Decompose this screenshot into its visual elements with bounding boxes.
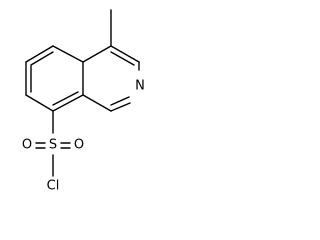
bond	[82, 94, 112, 112]
bond	[110, 45, 140, 63]
nitrogen-atom-label: N	[135, 79, 145, 94]
bond	[25, 45, 54, 63]
bond	[82, 45, 112, 63]
double-bond-inner	[30, 51, 54, 66]
sulfur-atom-label: S	[49, 138, 57, 153]
double-bond-inner	[52, 91, 79, 106]
chemical-structure: N S O O Cl	[22, 9, 145, 194]
bond	[25, 94, 54, 112]
pyridine-ring	[82, 45, 140, 112]
oxygen-atom-label-right: O	[74, 138, 84, 153]
bond	[52, 45, 84, 63]
double-bond-inner	[110, 96, 130, 106]
double-bond-inner	[110, 51, 135, 66]
oxygen-atom-label-left: O	[22, 138, 32, 153]
chlorine-atom-label: Cl	[47, 179, 60, 194]
bond	[110, 102, 131, 112]
benzene-ring	[25, 45, 84, 112]
bond	[52, 94, 84, 112]
